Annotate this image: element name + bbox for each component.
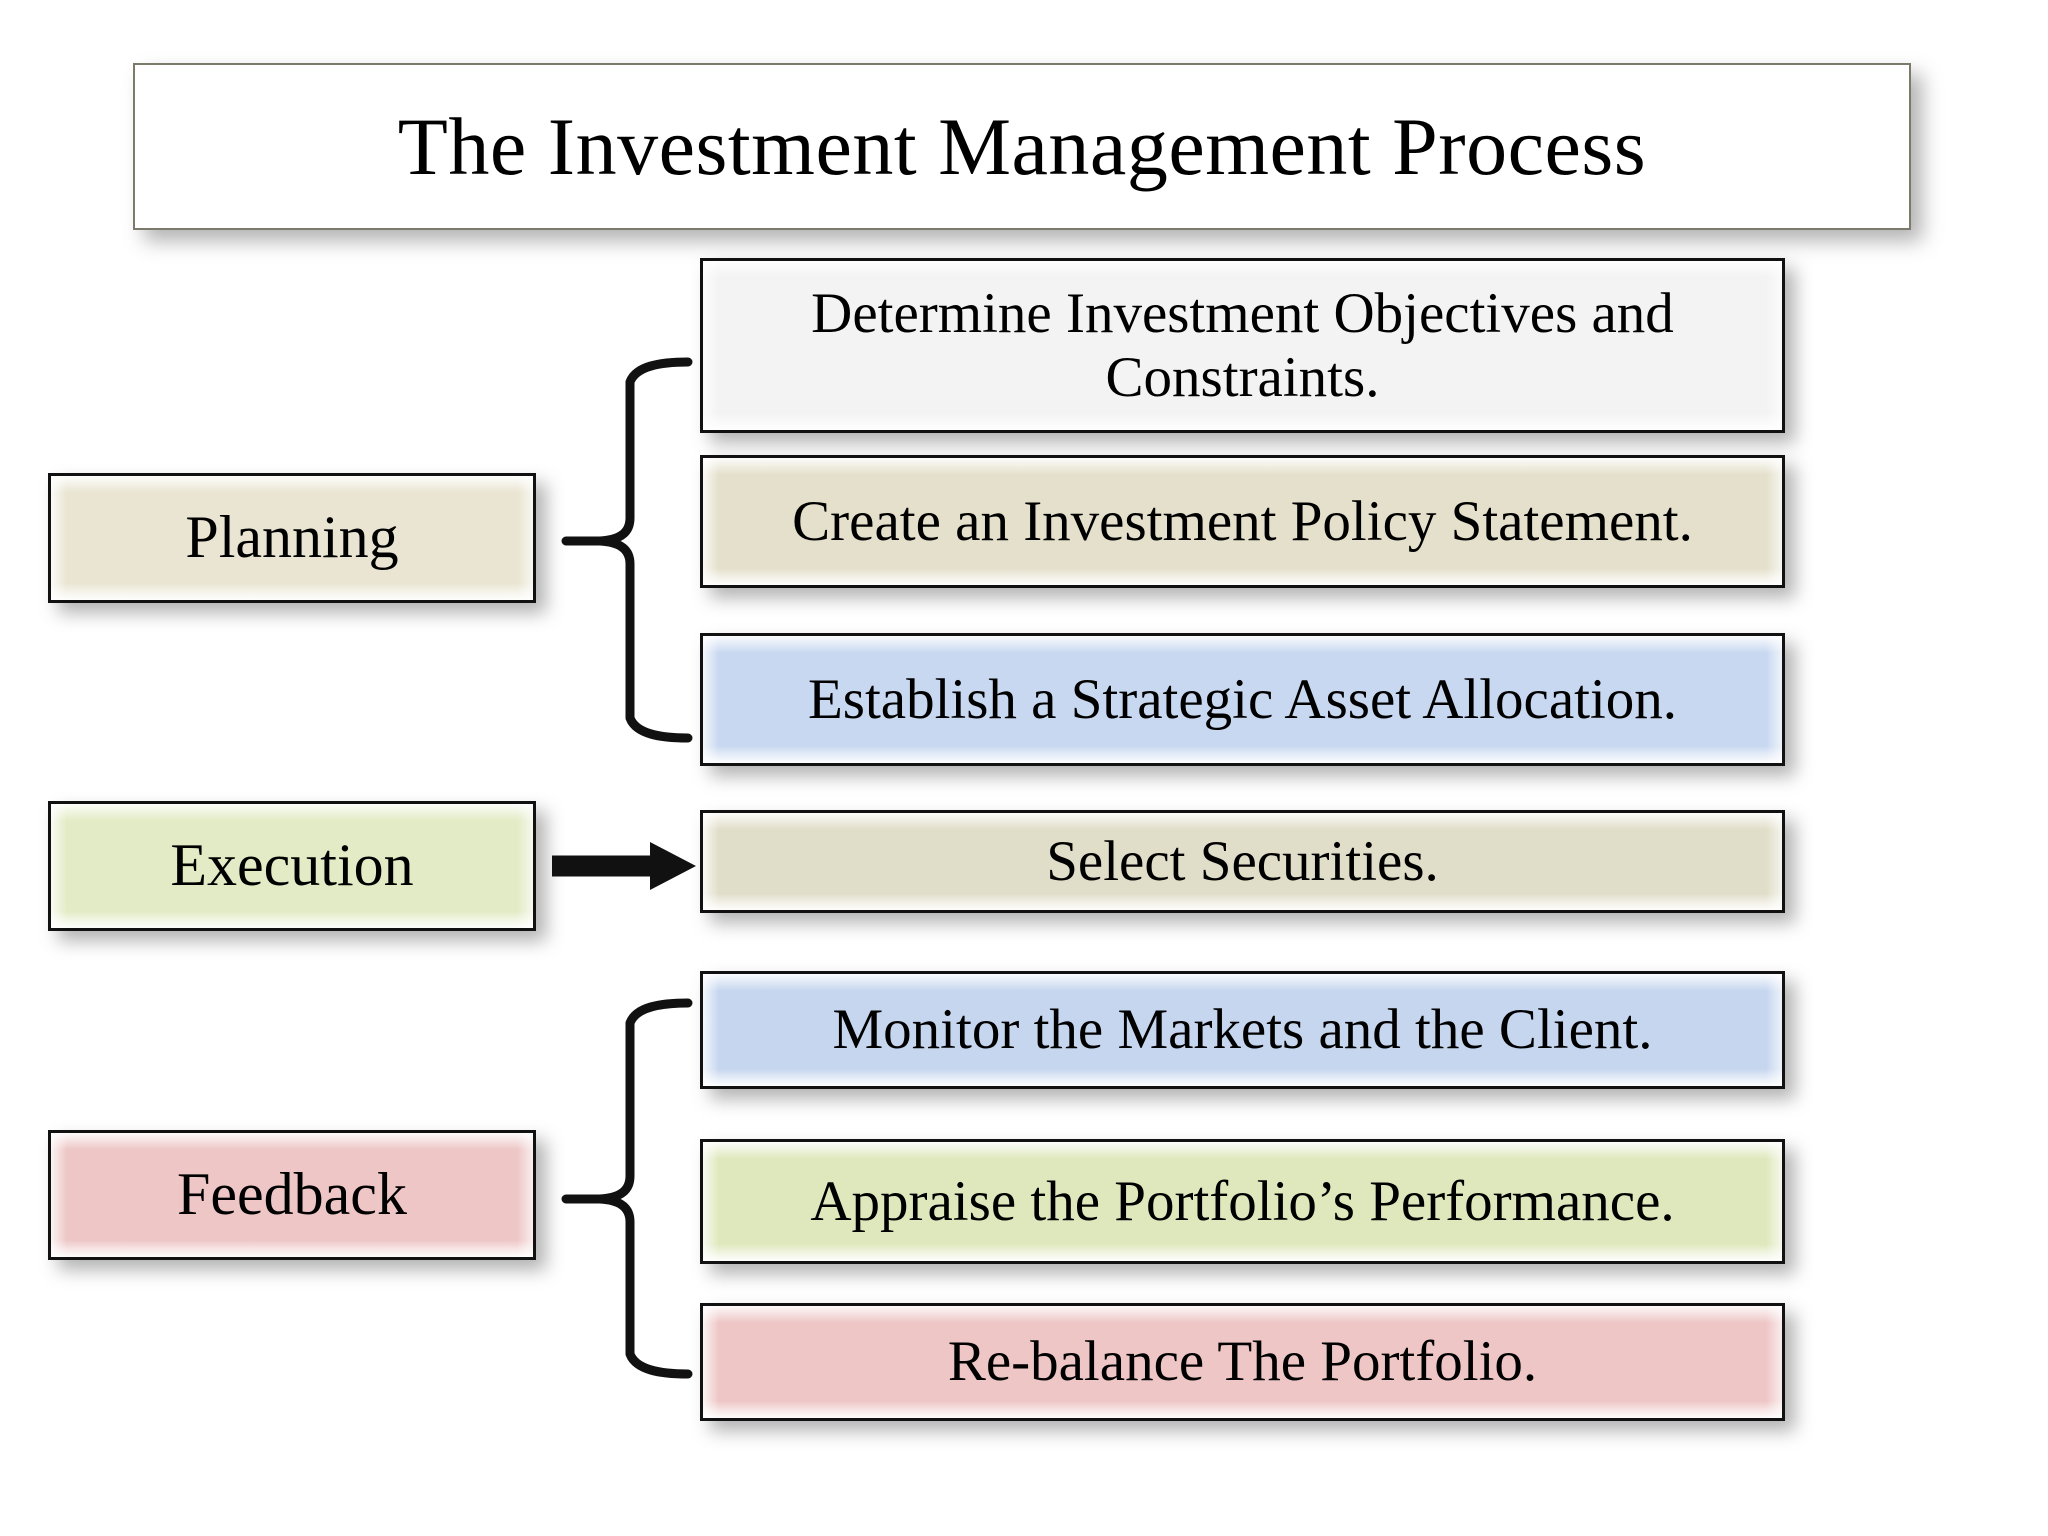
category-label-execution: Execution (170, 832, 414, 899)
planning-brace-icon (561, 357, 693, 743)
category-box-planning[interactable]: Planning (48, 473, 536, 603)
step-box-rebalance-portfolio[interactable]: Re-balance The Portfolio. (700, 1303, 1785, 1421)
category-box-feedback[interactable]: Feedback (48, 1130, 536, 1260)
step-label-5: Monitor the Markets and the Client. (832, 998, 1653, 1062)
feedback-brace-icon (561, 998, 693, 1379)
category-label-feedback: Feedback (177, 1161, 407, 1228)
step-label-7: Re-balance The Portfolio. (947, 1330, 1538, 1394)
execution-arrow-icon (552, 842, 696, 890)
category-box-execution[interactable]: Execution (48, 801, 536, 931)
step-box-create-policy-statement[interactable]: Create an Investment Policy Statement. (700, 455, 1785, 588)
step-box-strategic-asset-allocation[interactable]: Establish a Strategic Asset Allocation. (700, 633, 1785, 766)
step-label-4: Select Securities. (1046, 829, 1439, 893)
step-box-determine-objectives[interactable]: Determine Investment Objectives and Cons… (700, 258, 1785, 433)
step-label-1: Determine Investment Objectives and Cons… (811, 281, 1674, 409)
step-box-appraise-performance[interactable]: Appraise the Portfolio’s Performance. (700, 1139, 1785, 1264)
category-label-planning: Planning (185, 504, 399, 571)
page-title: The Investment Management Process (133, 63, 1911, 230)
step-label-2: Create an Investment Policy Statement. (792, 489, 1693, 553)
step-label-3: Establish a Strategic Asset Allocation. (807, 667, 1678, 731)
step-box-select-securities[interactable]: Select Securities. (700, 810, 1785, 913)
step-label-6: Appraise the Portfolio’s Performance. (810, 1169, 1675, 1233)
step-box-monitor-markets-client[interactable]: Monitor the Markets and the Client. (700, 971, 1785, 1089)
page-title-text: The Investment Management Process (397, 100, 1647, 192)
